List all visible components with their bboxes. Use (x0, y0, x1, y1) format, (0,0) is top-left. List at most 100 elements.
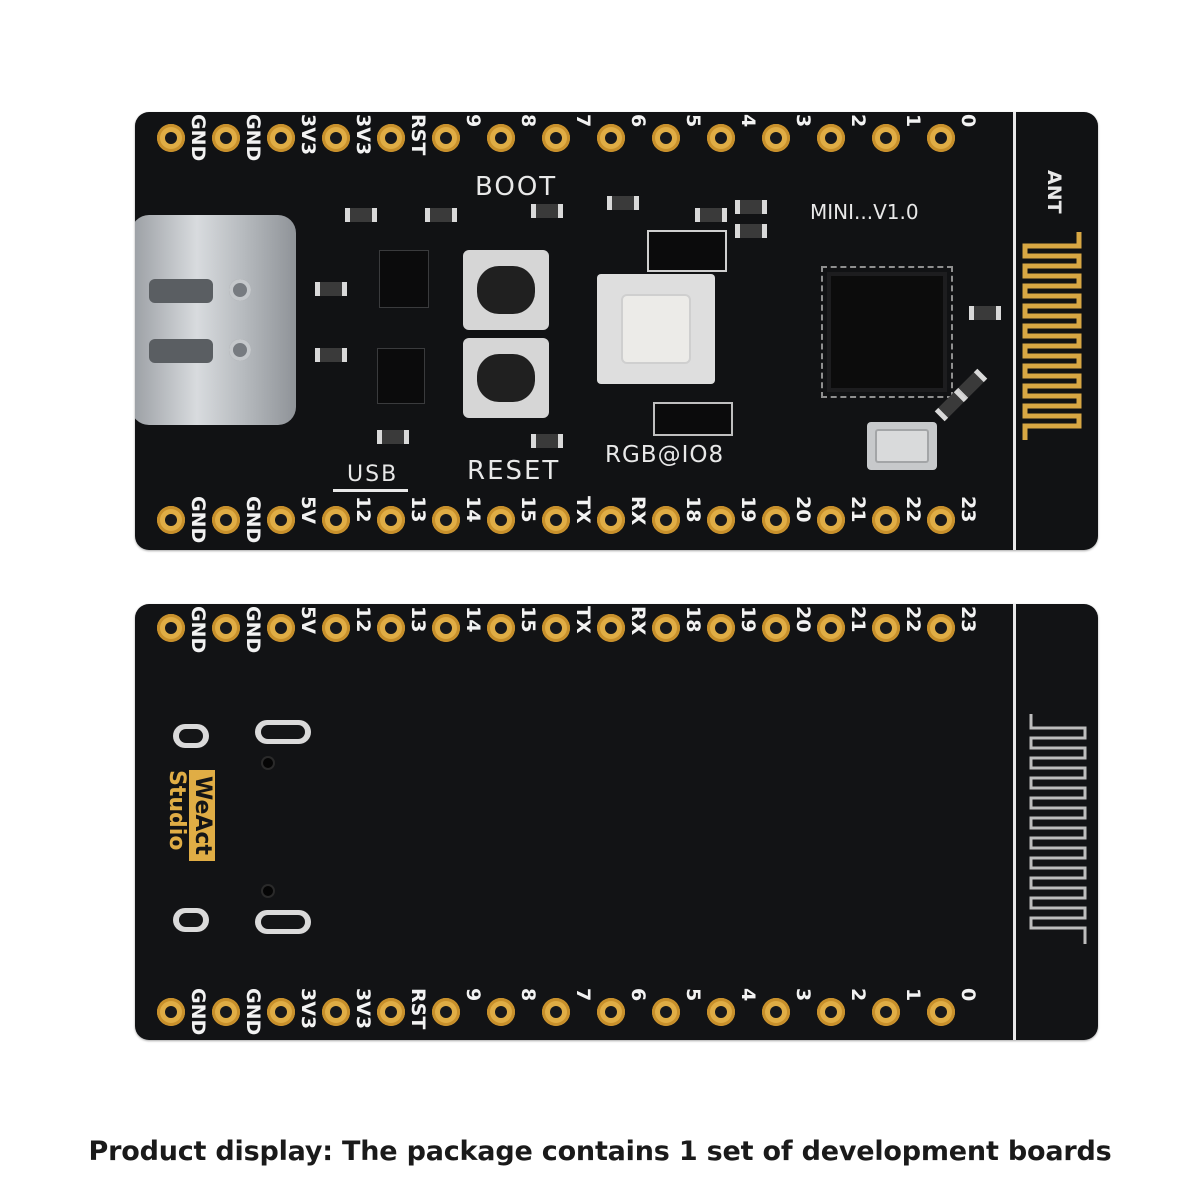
antenna-keepout-line (1013, 112, 1016, 550)
header-pin-pad (597, 998, 625, 1026)
header-pin-pad (872, 614, 900, 642)
pin-label: 1 (902, 988, 924, 1002)
pin-label: GND (242, 114, 264, 162)
diode-chip (653, 402, 733, 436)
header-pin-pad (322, 506, 350, 534)
pin-label: 1 (902, 114, 924, 128)
header-pin-pad (597, 506, 625, 534)
header-pin-pad (212, 614, 240, 642)
header-pin-pad (377, 998, 405, 1026)
header-pin-pad (817, 506, 845, 534)
pin-label: GND (242, 988, 264, 1036)
header-pin-pad (432, 998, 460, 1026)
pin-label: 3V3 (352, 114, 374, 156)
header-pin-pad (377, 506, 405, 534)
pin-label: 7 (572, 988, 594, 1002)
header-pin-pad (157, 614, 185, 642)
header-pin-pad (542, 614, 570, 642)
reset-button[interactable] (463, 338, 549, 418)
header-pin-pad (432, 506, 460, 534)
pin-label: 8 (517, 114, 539, 128)
boot-label: BOOT (475, 172, 558, 202)
usb-shield-pad (255, 910, 311, 934)
usb-shield-pad (173, 724, 209, 748)
boot-button[interactable] (463, 250, 549, 330)
header-pin-pad (762, 998, 790, 1026)
antenna-trace-back (1029, 714, 1087, 944)
pin-label: 21 (847, 496, 869, 523)
header-pin-pad (707, 998, 735, 1026)
pin-label: RST (407, 114, 429, 156)
usb-c-connector (135, 215, 296, 425)
esp32-chip (821, 266, 953, 398)
pin-label: 22 (902, 496, 924, 523)
header-pin-pad (267, 998, 295, 1026)
reset-label: RESET (467, 456, 561, 486)
smd-resistor (315, 282, 347, 296)
header-pin-pad (377, 614, 405, 642)
header-pin-pad (487, 124, 515, 152)
pin-label: 3 (792, 988, 814, 1002)
pin-label: 0 (957, 114, 979, 128)
smd-capacitor (934, 388, 968, 422)
pin-label: 20 (792, 496, 814, 523)
header-pin-pad (322, 124, 350, 152)
version-label: MINI...V1.0 (810, 200, 919, 224)
smd-capacitor (345, 208, 377, 222)
header-pin-pad (487, 998, 515, 1026)
pin-label: 2 (847, 114, 869, 128)
header-pin-pad (432, 124, 460, 152)
pin-label: RST (407, 988, 429, 1030)
antenna-label: ANT (1043, 170, 1065, 214)
antenna-keepout-line (1013, 604, 1016, 1040)
header-pin-pad (652, 506, 680, 534)
header-pin-pad (432, 614, 460, 642)
mosfet-chip (377, 348, 425, 404)
usb-shield-pad (255, 720, 311, 744)
weact-studio-logo: WeAct Studio (164, 770, 233, 880)
pin-label: 15 (517, 496, 539, 523)
pin-label: 3V3 (352, 988, 374, 1030)
diode-chip (647, 230, 727, 272)
pin-label: 7 (572, 114, 594, 128)
smd-resistor (735, 224, 767, 238)
pin-label: 3V3 (297, 988, 319, 1030)
header-pin-pad (597, 124, 625, 152)
header-pin-pad (542, 506, 570, 534)
pin-label: 4 (737, 988, 759, 1002)
pin-label: 18 (682, 606, 704, 633)
header-pin-pad (817, 998, 845, 1026)
pin-label: 8 (517, 988, 539, 1002)
header-pin-pad (652, 124, 680, 152)
pin-label: GND (242, 606, 264, 654)
pin-label: 21 (847, 606, 869, 633)
usb-label: USB (333, 462, 409, 492)
header-pin-pad (817, 614, 845, 642)
pin-label: 9 (462, 988, 484, 1002)
antenna-trace (1022, 232, 1082, 440)
pin-label: 12 (352, 606, 374, 633)
header-pin-pad (267, 614, 295, 642)
header-pin-pad (322, 614, 350, 642)
pin-label: 19 (737, 496, 759, 523)
header-pin-pad (927, 614, 955, 642)
pin-label: 13 (407, 496, 429, 523)
pin-label: 2 (847, 988, 869, 1002)
pin-label: 14 (462, 496, 484, 523)
smd-resistor (735, 200, 767, 214)
header-pin-pad (157, 506, 185, 534)
header-pin-pad (157, 998, 185, 1026)
pin-label: 15 (517, 606, 539, 633)
pin-label: 12 (352, 496, 374, 523)
header-pin-pad (872, 998, 900, 1026)
pin-label: 23 (957, 496, 979, 523)
header-pin-pad (817, 124, 845, 152)
pin-label: RX (627, 606, 649, 636)
pin-label: TX (572, 606, 594, 634)
header-pin-pad (927, 506, 955, 534)
usb-shield-pad (173, 908, 209, 932)
pin-label: 3 (792, 114, 814, 128)
pin-label: 18 (682, 496, 704, 523)
pin-label: 6 (627, 988, 649, 1002)
pin-label: 5 (682, 988, 704, 1002)
